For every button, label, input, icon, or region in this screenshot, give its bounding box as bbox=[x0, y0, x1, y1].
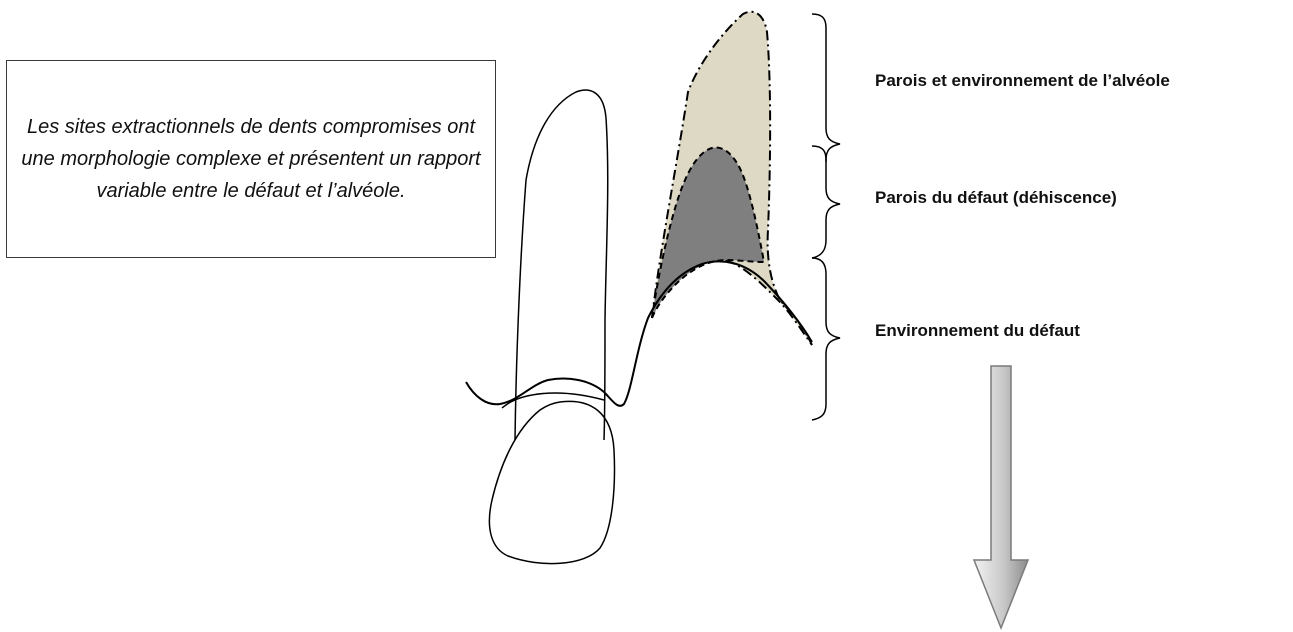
tooth-root bbox=[515, 90, 608, 440]
down-arrow-icon bbox=[974, 366, 1028, 628]
tooth-crown bbox=[489, 401, 614, 563]
label-defect-walls: Parois du défaut (déhiscence) bbox=[875, 188, 1117, 208]
brace-defect-walls bbox=[812, 146, 840, 258]
label-defect-environment: Environnement du défaut bbox=[875, 321, 1080, 341]
brace-walls-environment bbox=[812, 14, 840, 162]
tooth-junction-line bbox=[502, 393, 604, 408]
label-socket-walls-environment: Parois et environnement de l’alvéole bbox=[875, 71, 1170, 91]
brace-defect-environment bbox=[812, 258, 840, 420]
